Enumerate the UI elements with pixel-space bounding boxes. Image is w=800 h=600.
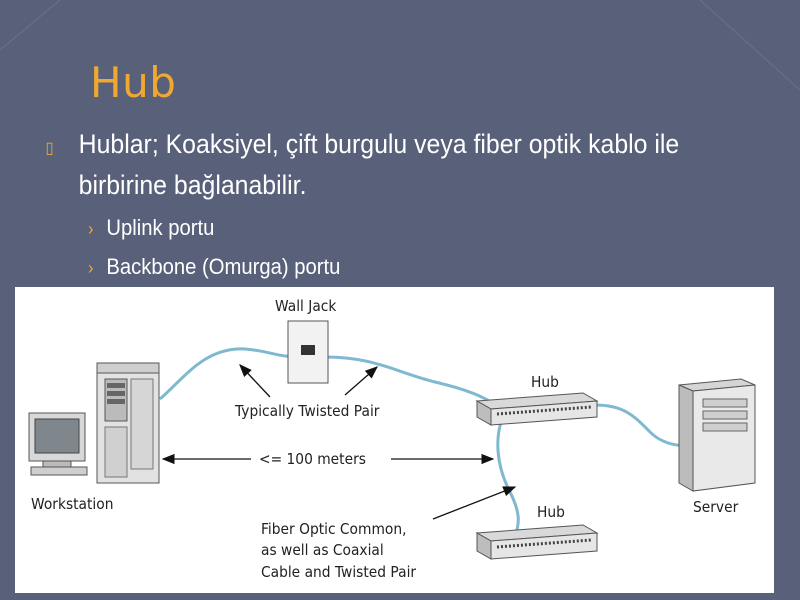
sub-bullet-text: Uplink portu	[106, 215, 215, 240]
cable-hub-server	[594, 403, 691, 447]
arrow-twisted-left	[239, 364, 271, 398]
cable-fiber-hub-hub	[496, 411, 520, 538]
workstation-tower-icon	[96, 362, 160, 484]
wall-jack-icon	[287, 320, 329, 384]
hub-top-icon	[475, 392, 599, 426]
cable-walljack-hub	[324, 355, 496, 407]
main-bullet-text: Hublar; Koaksiyel, çift burgulu veya fib…	[78, 129, 680, 200]
sub-bullet-backbone: › Backbone (Omurga) portu	[88, 254, 340, 280]
bullet-marker-icon: ▯	[45, 140, 54, 157]
label-wall-jack: Wall Jack	[275, 297, 337, 315]
label-fiber-line3: Cable and Twisted Pair	[261, 563, 417, 581]
workstation-monitor-icon	[28, 412, 88, 476]
hub-bottom-icon	[475, 524, 599, 560]
label-hub-bottom: Hub	[537, 503, 565, 521]
label-typically-twisted-pair: Typically Twisted Pair	[235, 402, 380, 420]
sub-bullet-marker-icon: ›	[88, 219, 94, 239]
cable-workstation-walljack	[159, 347, 301, 401]
label-distance: <= 100 meters	[259, 450, 366, 468]
label-hub-top: Hub	[531, 373, 559, 391]
label-fiber-line2: as well as Coaxial	[261, 541, 384, 559]
sub-bullet-uplink: › Uplink portu	[88, 215, 214, 241]
label-server: Server	[693, 498, 739, 516]
sub-bullet-text: Backbone (Omurga) portu	[106, 254, 341, 279]
sub-bullet-marker-icon: ›	[88, 258, 94, 278]
label-workstation: Workstation	[31, 495, 114, 513]
network-diagram: Wall Jack Hub Typically Twisted Pair <= …	[15, 287, 774, 593]
server-icon	[678, 378, 756, 492]
arrow-twisted-right	[344, 366, 378, 396]
arrow-fiber	[432, 486, 517, 520]
label-fiber-line1: Fiber Optic Common,	[261, 520, 407, 538]
main-bullet: ▯ Hublar; Koaksiyel, çift burgulu veya f…	[40, 124, 712, 206]
slide-title: Hub	[90, 58, 177, 107]
